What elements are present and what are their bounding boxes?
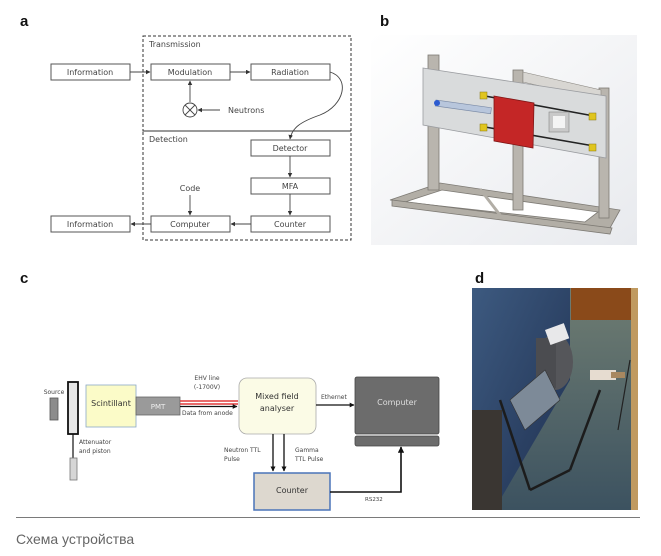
box-mfa bbox=[250, 177, 331, 195]
counter-box bbox=[253, 472, 331, 511]
gamma-pulse-label-2: TTL Pulse bbox=[294, 456, 324, 463]
counter-label: Counter bbox=[276, 486, 309, 495]
box-detector-label: Detector bbox=[273, 144, 309, 153]
panel-label-a: a bbox=[20, 13, 29, 30]
detection-group bbox=[142, 130, 352, 241]
detection-label: Detection bbox=[149, 135, 188, 144]
box-counter-label: Counter bbox=[274, 220, 307, 229]
scintillant-label: Scintillant bbox=[91, 399, 131, 408]
multiplier-icon bbox=[182, 102, 198, 118]
computer-label: Computer bbox=[377, 398, 417, 407]
source-label: Source bbox=[44, 389, 65, 396]
ehv-label-1: EHV line bbox=[194, 375, 219, 382]
code-label: Code bbox=[180, 184, 201, 193]
frame-base bbox=[389, 182, 621, 235]
rs232-label: RS232 bbox=[365, 497, 383, 503]
data-from-anode-label: Data from anode bbox=[182, 410, 233, 417]
mixed-field-analyser-box bbox=[238, 377, 317, 435]
source-block bbox=[49, 397, 59, 421]
panel-label-c: c bbox=[20, 270, 29, 287]
box-modulation-label: Modulation bbox=[168, 68, 212, 77]
gamma-pulse-label-1: Gamma bbox=[295, 447, 319, 454]
panel-label-d: d bbox=[475, 270, 485, 287]
figure-caption: Схема устройства bbox=[16, 531, 135, 547]
box-information-out bbox=[50, 215, 131, 233]
ehv-label-2: (-1700V) bbox=[194, 384, 220, 391]
neutrons-label: Neutrons bbox=[228, 106, 264, 115]
neutron-pulse-label-1: Neutron TTL bbox=[224, 447, 261, 454]
attenuator-label-2: and piston bbox=[79, 448, 111, 455]
attenuator-label-1: Attenuator bbox=[79, 439, 112, 446]
piston bbox=[69, 457, 78, 481]
arrow-radiation-to-detector bbox=[288, 71, 343, 140]
box-information-out-label: Information bbox=[67, 220, 113, 229]
pmt-label: PMT bbox=[151, 403, 166, 411]
transmission-label: Transmission bbox=[148, 40, 201, 49]
caption-divider bbox=[16, 517, 640, 518]
transmission-group bbox=[142, 35, 352, 132]
mfa-label-1: Mixed field bbox=[255, 392, 298, 401]
computer-screen bbox=[354, 376, 440, 435]
mfa-label-2: analyser bbox=[260, 404, 295, 413]
rs232-line bbox=[330, 446, 405, 493]
panel-label-b: b bbox=[380, 13, 390, 30]
box-mfa-label: MFA bbox=[282, 182, 299, 191]
box-detector bbox=[250, 139, 331, 157]
neutron-pulse-label-2: Pulse bbox=[224, 456, 240, 463]
computer-base bbox=[354, 435, 440, 447]
ethernet-label: Ethernet bbox=[321, 394, 347, 401]
scintillator-block bbox=[493, 95, 535, 149]
box-information-in-label: Information bbox=[67, 68, 113, 77]
box-radiation-label: Radiation bbox=[271, 68, 309, 77]
box-computer-label: Computer bbox=[170, 220, 210, 229]
